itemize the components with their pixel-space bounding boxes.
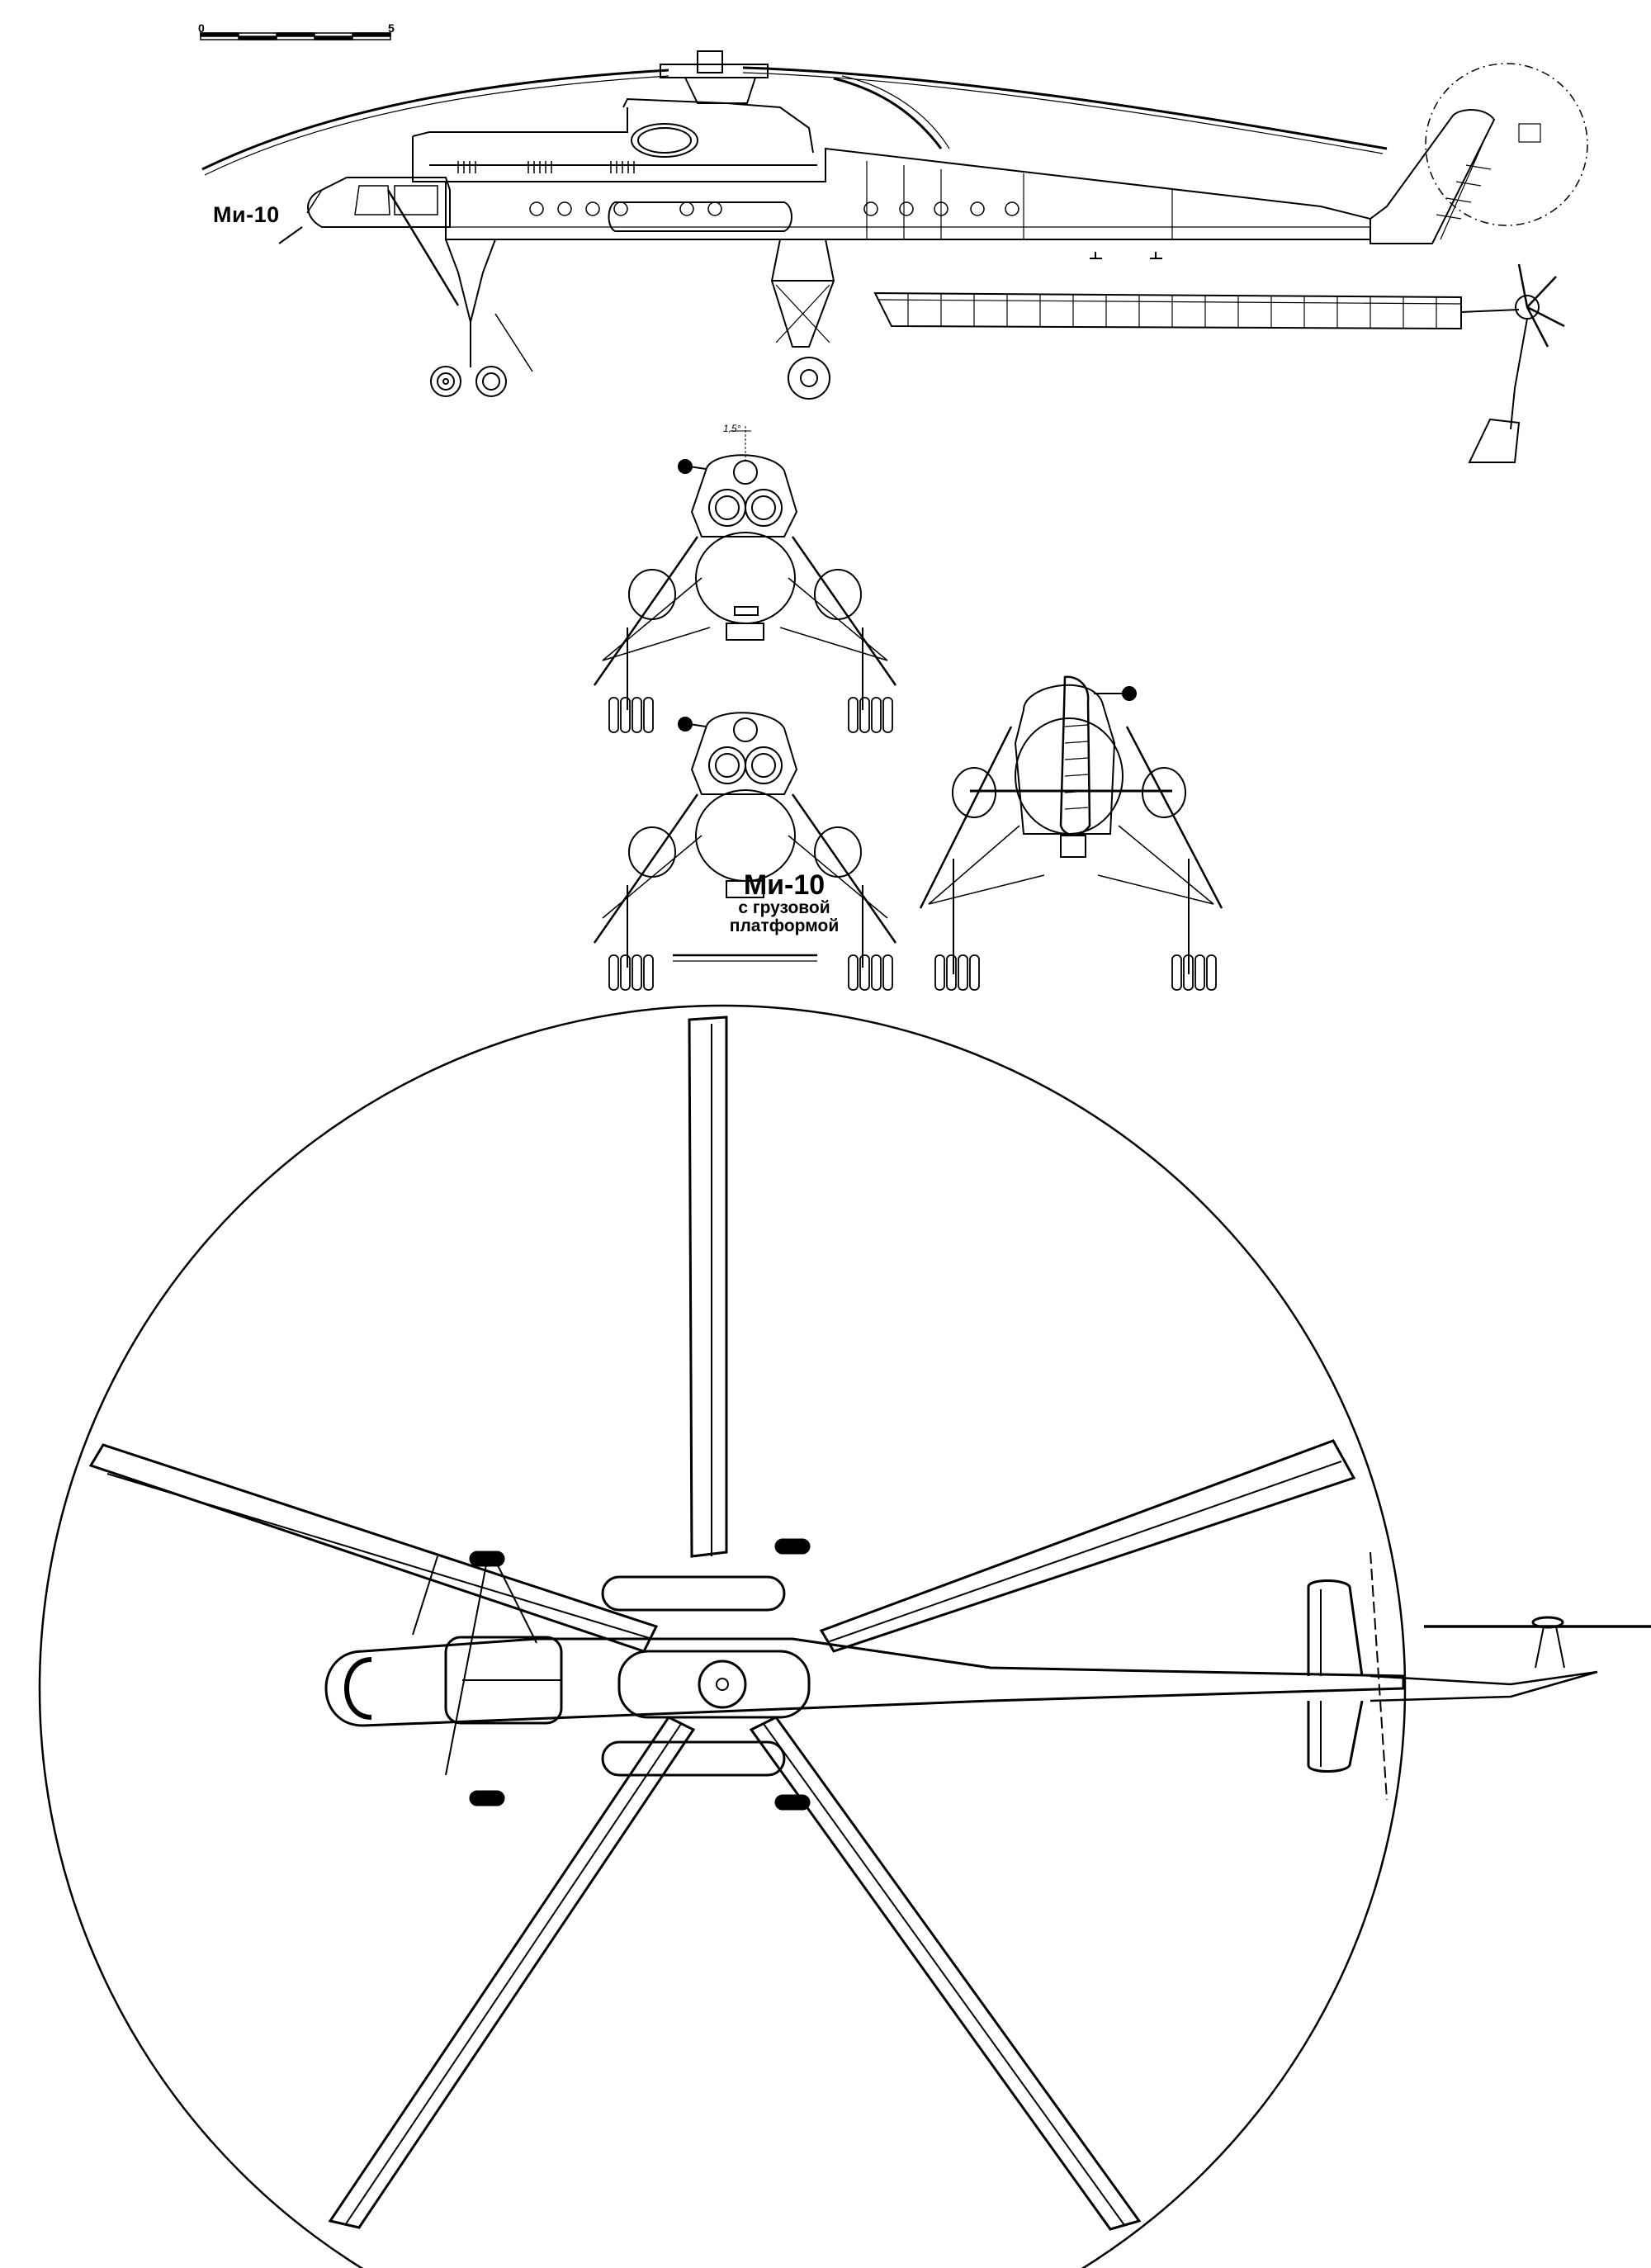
rear-view	[919, 675, 1223, 991]
plan-view	[38, 1004, 1651, 2268]
platform-caption-title: Ми-10	[743, 869, 826, 901]
platform-view-caption: Ми-10 с грузовой платформой	[702, 871, 867, 935]
platform-caption-line2: платформой	[729, 916, 840, 936]
side-view-label: Ми-10	[213, 202, 280, 227]
rotor-blades	[88, 1016, 1356, 2231]
scale-bar: 0 5	[198, 21, 396, 43]
side-view	[201, 50, 1588, 463]
scale-start-label: 0	[198, 21, 205, 35]
rotor-disc-circle	[38, 1004, 1407, 2268]
front-view-lower-platform	[593, 712, 897, 991]
angle-note: 1,5°	[723, 423, 741, 434]
scale-end-label: 5	[388, 21, 395, 35]
platform-caption-line1: с грузовой	[738, 898, 830, 917]
scale-bar-graphic	[200, 32, 391, 40]
front-view-upper	[593, 426, 897, 733]
